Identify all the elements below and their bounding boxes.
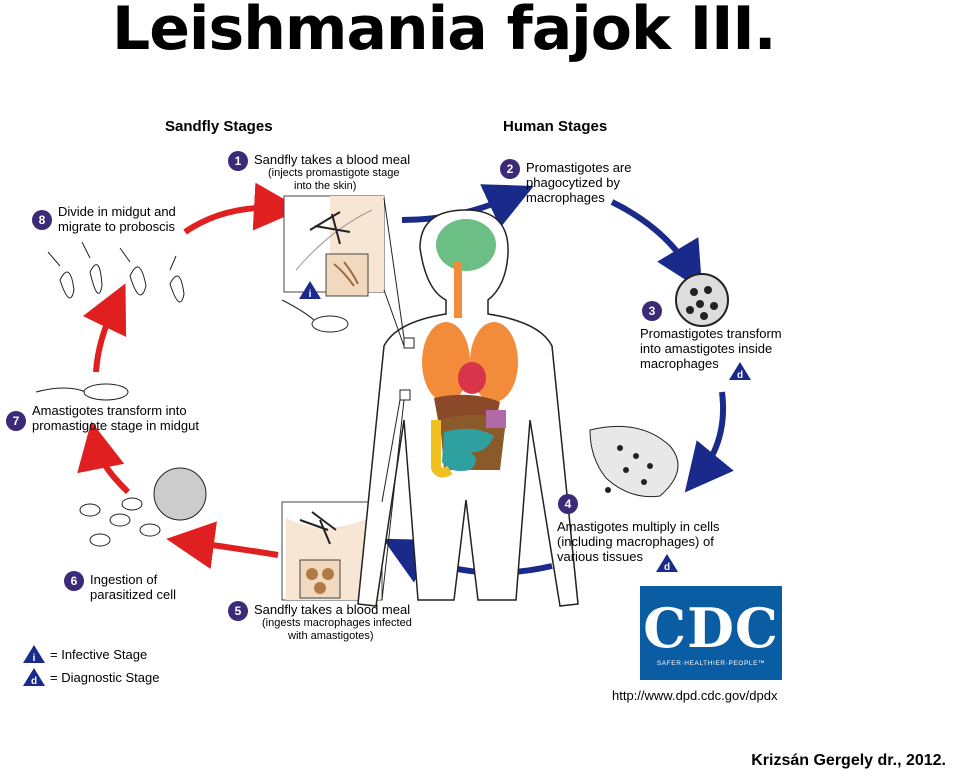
infective-stage-marker-icon: i [299,281,321,300]
step-subtext: into the skin) [294,180,357,192]
step-text-line: Promastigotes are [526,160,632,175]
legend-infective: i = Infective Stage [22,644,147,664]
diagnostic-stage-icon: d [23,668,45,687]
ingested-parasitized-cell-illustration [79,467,207,547]
step-8: 8 Divide in midgut and migrate to probos… [32,204,176,234]
step-badge: 6 [64,571,84,591]
arrow-2-to-3 [610,199,703,291]
step-text-line: Amastigotes multiply in cells [557,519,720,534]
step-text-line: Divide in midgut and [58,204,176,219]
arrow-8-to-1 [183,182,302,235]
svg-text:i: i [309,289,312,300]
diagnostic-stage-marker-icon: d [729,362,751,381]
step-text-line: phagocytized by [526,175,620,190]
sandfly-stages-header: Sandfly Stages [165,118,273,135]
human-body-illustration [357,209,579,607]
step-badge: 2 [500,159,520,179]
arrow-3-to-4 [684,391,734,493]
step-4: 4 [558,494,578,514]
infective-stage-icon: i [23,645,45,664]
step-text-line: migrate to proboscis [58,219,176,234]
step-3: 3 [642,301,662,321]
step-7: 7 Amastigotes transform into promastigot… [6,403,199,433]
source-url[interactable]: http://www.dpd.cdc.gov/dpdx [612,688,778,703]
page-title: Leishmania fajok III. [112,0,777,64]
step-text: Sandfly takes a blood meal [254,602,411,617]
svg-text:d: d [31,676,37,687]
infected-tissue-cells-illustration [589,425,679,498]
promastigote-transform-illustration [35,383,129,401]
step-text: Sandfly takes a blood meal [254,152,411,167]
diagnostic-stage-marker-icon: d [656,554,678,573]
svg-text:d: d [737,370,743,381]
step-badge: 1 [228,151,248,171]
legend-diagnostic: d = Diagnostic Stage [22,667,159,687]
step-text-line: into amastigotes inside [640,341,773,356]
step-1: 1 Sandfly takes a blood meal (injects pr… [228,151,411,193]
svg-text:i: i [33,653,36,664]
arrow-5-to-6 [166,521,279,569]
human-stages-header: Human Stages [503,118,608,135]
cdc-logo: CDC SAFER·HEALTHIER·PEOPLE™ [640,586,782,680]
step-text-line: (including macrophages) of [557,534,714,549]
step-subtext: (injects promastigote stage [268,167,400,179]
step-text-line: macrophages [526,190,605,205]
step-2: 2 Promastigotes are phagocytized by macr… [500,159,632,205]
legend-label: = Diagnostic Stage [50,669,160,685]
step-badge: 7 [6,411,26,431]
step-6: 6 Ingestion of parasitized cell [64,571,176,602]
step-3-text: Promastigotes transform into amastigotes… [640,326,782,371]
step-badge: 3 [642,301,662,321]
step-subtext: with amastigotes) [288,630,374,642]
step-text-line: parasitized cell [90,587,176,602]
arrow-6-to-7 [77,421,131,495]
step-badge: 4 [558,494,578,514]
step-text-line: promastigote stage in midgut [32,418,199,433]
step-text-line: macrophages [640,356,719,371]
step-subtext: (ingests macrophages infected [262,617,412,629]
step-text-line: Amastigotes transform into [32,403,187,418]
injected-promastigote-illustration [281,299,349,333]
cdc-logo-text: CDC [643,595,779,660]
arrow-7-to-8 [82,283,127,373]
cdc-tagline: SAFER·HEALTHIER·PEOPLE™ [656,659,766,667]
step-text-line: Promastigotes transform [640,326,782,341]
author-credit: Krizsán Gergely dr., 2012. [751,752,946,769]
sandfly-feeding-illustration-1 [283,195,385,297]
step-badge: 5 [228,601,248,621]
step-badge: 8 [32,210,52,230]
legend-label: = Infective Stage [50,646,148,662]
step-4-text: Amastigotes multiply in cells (including… [557,519,720,564]
macrophage-illustration [675,273,729,327]
step-5: 5 Sandfly takes a blood meal (ingests ma… [228,601,412,643]
promastigotes-illustration [47,241,185,303]
step-text-line: Ingestion of [90,572,158,587]
svg-text:d: d [664,562,670,573]
step-text-line: various tissues [557,549,643,564]
